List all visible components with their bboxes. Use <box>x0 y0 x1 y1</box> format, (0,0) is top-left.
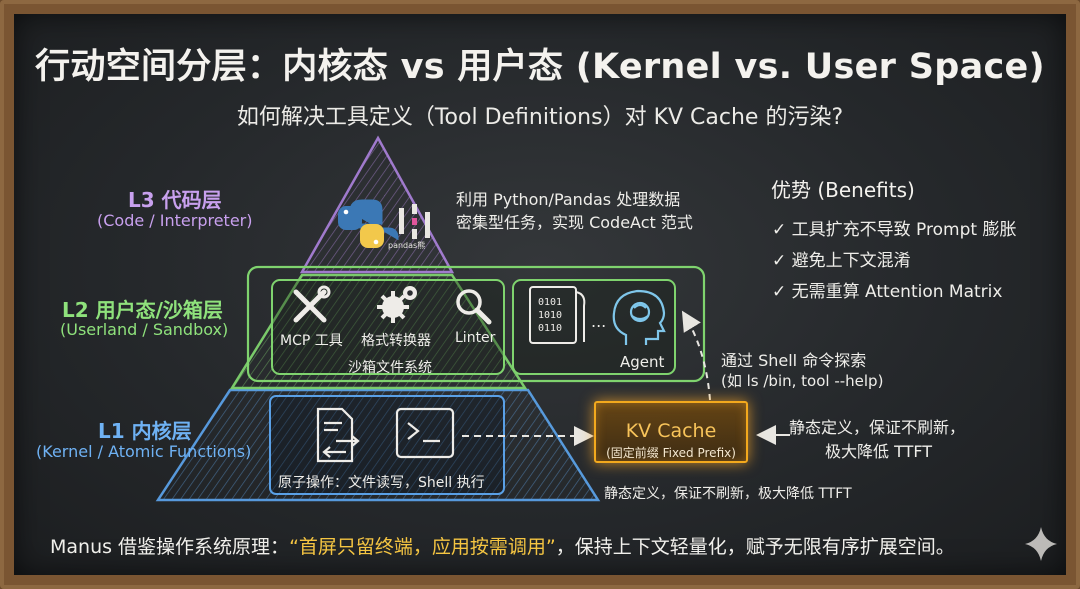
tools-icon <box>293 285 331 323</box>
benefit-item: ✓ 无需重算 Attention Matrix <box>772 282 1003 302</box>
svg-text:0110: 0110 <box>538 323 562 334</box>
pandas-icon <box>399 204 430 239</box>
l3-description-line-1: 利用 Python/Pandas 处理数据 <box>456 190 681 209</box>
sandbox-box <box>271 279 505 375</box>
python-icon <box>338 199 399 248</box>
sandbox-label: 沙箱文件系统 <box>348 360 432 376</box>
pandas-label: pandas熊 <box>388 241 426 250</box>
magnifier-icon <box>456 289 492 325</box>
agent-head-icon <box>612 289 666 345</box>
l1-subtitle: (Kernel / Atomic Functions) <box>36 442 252 461</box>
l1-layer-band <box>155 388 601 502</box>
l3-title: L3 代码层 <box>128 188 222 212</box>
svg-text:1010: 1010 <box>538 310 562 321</box>
kv-note-line-2: 极大降低 TTFT <box>825 442 933 461</box>
kv-cache-subtitle: (固定前缀 Fixed Prefix) <box>606 446 736 460</box>
benefit-item: ✓ 工具扩充不导致 Prompt 膨胀 <box>772 220 1017 240</box>
atomic-ops-label: 原子操作：文件读写，Shell 执行 <box>278 475 485 491</box>
benefit-item: ✓ 避免上下文混淆 <box>772 251 911 271</box>
binary-scroll-icon: 0101 1010 0110 <box>529 286 586 344</box>
tool-label-linter: Linter <box>455 330 496 346</box>
sparkle-icon <box>1025 527 1057 561</box>
footer-suffix: ，保持上下文轻量化，赋予无限有序扩展空间。 <box>555 536 955 558</box>
page-subtitle: 如何解决工具定义（Tool Definitions）对 KV Cache 的污染… <box>236 105 844 130</box>
ellipsis: ... <box>591 312 607 331</box>
gears-icon <box>377 286 417 323</box>
kv-cache-box <box>594 401 748 463</box>
svg-text:0101: 0101 <box>538 297 562 308</box>
tool-label-converter: 格式转换器 <box>361 333 431 349</box>
page-title: 行动空间分层：内核态 vs 用户态 (Kernel vs. User Space… <box>35 47 1045 87</box>
agent-box <box>512 279 676 375</box>
terminal-icon <box>395 407 455 459</box>
l1-inner-box <box>269 395 505 495</box>
l1-title: L1 内核层 <box>98 419 192 443</box>
footer-highlight: “首屏只留终端，应用按需调用” <box>289 536 556 558</box>
document-transfer-icon <box>316 407 360 463</box>
agent-label: Agent <box>620 353 665 371</box>
l3-subtitle: (Code / Interpreter) <box>97 211 253 230</box>
shell-explore-arrow <box>681 310 711 401</box>
tool-label-mcp: MCP 工具 <box>280 333 343 349</box>
kv-note-line-1: 静态定义，保证不刷新， <box>789 418 966 437</box>
kv-cache-title: KV Cache <box>625 420 717 442</box>
l2-title: L2 用户态/沙箱层 <box>62 298 223 322</box>
l2-outer-frame <box>246 265 706 383</box>
footer-text: Manus 借鉴操作系统原理：“首屏只留终端，应用按需调用”，保持上下文轻量化，… <box>50 532 955 559</box>
explore-note-line-2: (如 ls /bin, tool --help) <box>721 372 884 390</box>
benefits-title: 优势 (Benefits) <box>771 178 915 202</box>
l3-description-line-2: 密集型任务，实现 CodeAct 范式 <box>456 213 693 232</box>
footer-prefix: Manus 借鉴操作系统原理： <box>50 536 290 558</box>
kv-bottom-note: 静态定义，保证不刷新，极大降低 TTFT <box>604 486 852 502</box>
l2-subtitle: (Userland / Sandbox) <box>60 320 229 339</box>
explore-note-line-1: 通过 Shell 命令探索 <box>721 351 867 370</box>
